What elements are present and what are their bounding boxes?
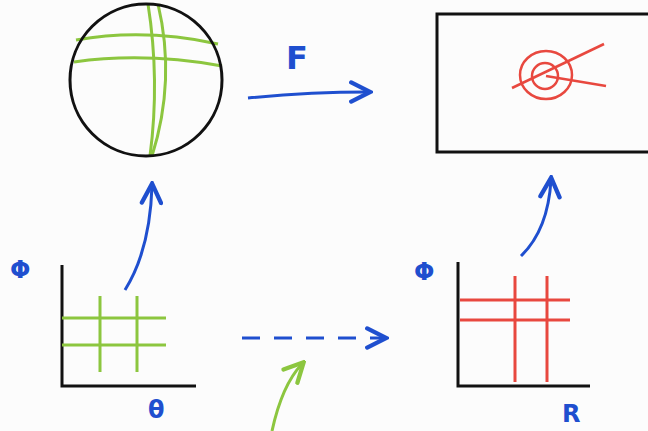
- plane-box: [437, 14, 648, 152]
- map-arrow: [248, 92, 368, 98]
- axis-label: Φ: [414, 260, 434, 284]
- sphere: [70, 4, 222, 156]
- pointer-arrow: [272, 364, 302, 431]
- map-label: F: [286, 42, 308, 74]
- param-arrow: [521, 180, 551, 256]
- axis-label: θ: [148, 398, 165, 422]
- r-phi-axes: [458, 262, 590, 386]
- induced-map-arrow: [242, 337, 384, 340]
- axis-label: Φ: [10, 258, 30, 282]
- param-arrow: [125, 186, 152, 290]
- theta-phi-axes: [62, 265, 196, 386]
- axis-label: R: [562, 402, 580, 426]
